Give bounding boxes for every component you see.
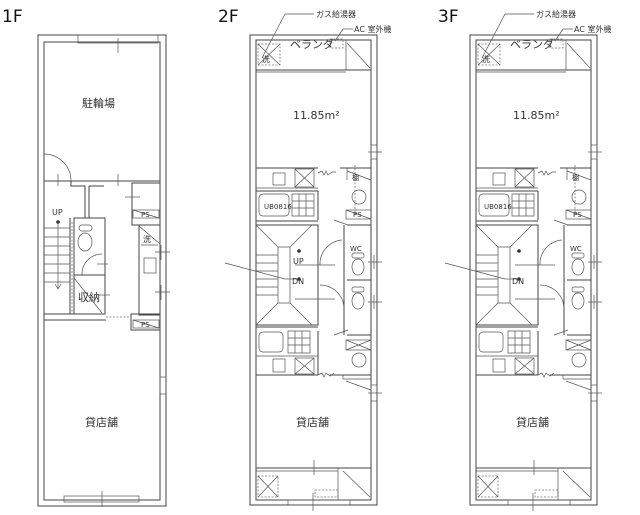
room-shop: 貸店舗 [296, 415, 329, 429]
callout-ac-unit: AC 室外機 [354, 24, 391, 34]
callout-water-heater: ガス給湯器 [536, 9, 576, 19]
washer-label: 洗 [262, 54, 270, 64]
room-balcony: ベランダ [510, 37, 554, 51]
bath-label: UB0816 [264, 203, 292, 211]
bath-label: UB0816 [484, 203, 512, 211]
callout-ac-unit: AC 室外機 [574, 24, 611, 34]
room-area: 11.85m² [293, 109, 340, 122]
stair-up-label: UP [293, 257, 304, 266]
ps-upper: PS [141, 211, 150, 219]
floor-3f: 3F ガス給湯器 AC 室外機 洗 ベランダ 11.85m² 棚 UB0816 … [438, 7, 611, 512]
floor-2f: 2F ガス給湯器 AC 室外機 洗 ベランダ 11.85m² 棚 UB0816 … [218, 7, 391, 512]
ps-label: PS [573, 211, 582, 219]
stair-up-label: UP [52, 208, 63, 217]
room-area: 11.85m² [513, 109, 560, 122]
washer-label: 洗 [482, 54, 490, 64]
ps-lower: PS [141, 321, 150, 329]
floor-label: 2F [218, 7, 239, 27]
room-parking: 駐輪場 [82, 96, 115, 110]
stair-down-label: DN [292, 277, 304, 286]
room-shop: 貸店舗 [85, 415, 118, 429]
shelf-label: 棚 [572, 173, 579, 182]
floor-label: 1F [2, 7, 23, 27]
wc-label: WC [350, 245, 362, 253]
room-shop: 貸店舗 [516, 415, 549, 429]
stair-down-label: DN [512, 277, 524, 286]
floor-label: 3F [438, 7, 459, 27]
floor-1f: 1F 駐輪場 PS 洗 UP [2, 7, 170, 507]
room-storage: 収納 [78, 291, 100, 304]
ps-label: PS [353, 211, 362, 219]
callout-water-heater: ガス給湯器 [316, 9, 356, 19]
room-balcony: ベランダ [290, 37, 334, 51]
shelf-label: 棚 [352, 173, 359, 182]
washer-label: 洗 [143, 234, 151, 244]
wc-label: WC [570, 245, 582, 253]
